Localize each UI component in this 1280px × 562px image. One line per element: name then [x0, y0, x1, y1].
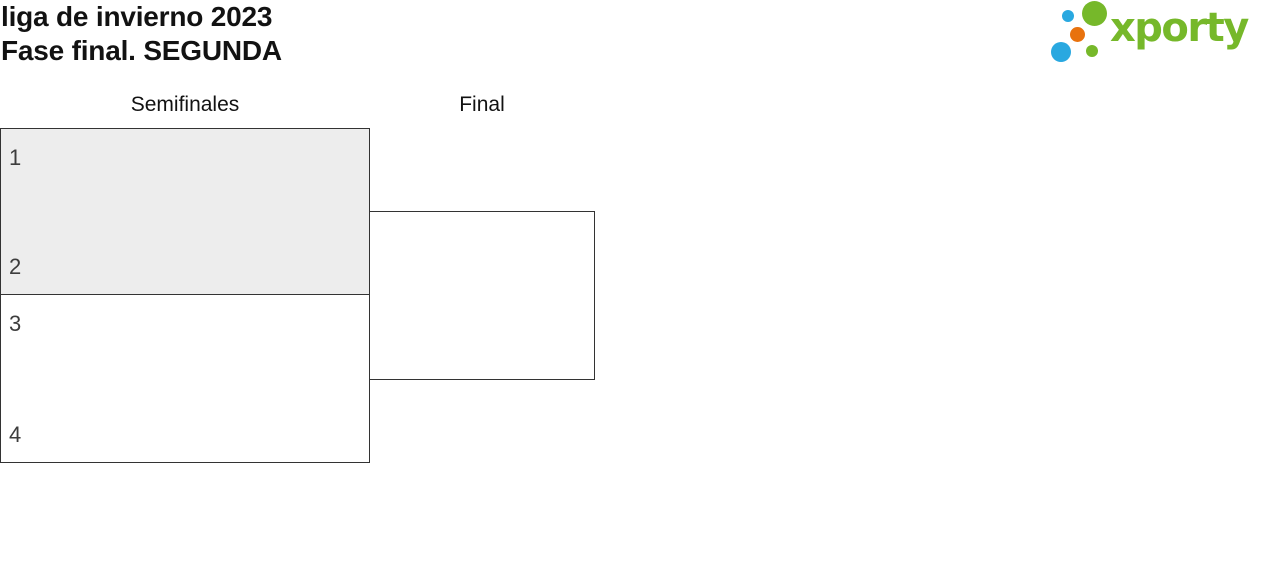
page-title-block: liga de invierno 2023 Fase final. SEGUND… — [1, 0, 282, 68]
seed-slot-1: 1 — [9, 145, 22, 170]
seed-slot-3: 3 — [9, 311, 22, 336]
round-header-semifinales: Semifinales — [130, 93, 240, 116]
page-title: liga de invierno 2023 — [1, 1, 273, 32]
xporty-logo: xporty — [1048, 0, 1280, 75]
seed-slot-2: 2 — [9, 254, 22, 279]
page-subtitle: Fase final. SEGUNDA — [1, 35, 282, 66]
logo-dot — [1062, 10, 1074, 22]
logo-dot — [1051, 42, 1071, 62]
xporty-logo-text: xporty — [1110, 5, 1249, 51]
logo-dot — [1070, 27, 1085, 42]
round-header-final: Final — [459, 93, 505, 116]
match-semifinal-2[interactable]: 3 4 — [0, 294, 370, 463]
logo-dot — [1086, 45, 1098, 57]
match-semifinal-1[interactable]: 1 2 — [0, 128, 370, 295]
seed-slot-4: 4 — [9, 422, 22, 447]
match-final[interactable] — [369, 211, 595, 380]
dots-cluster-icon — [1048, 0, 1108, 70]
logo-dot — [1082, 1, 1107, 26]
